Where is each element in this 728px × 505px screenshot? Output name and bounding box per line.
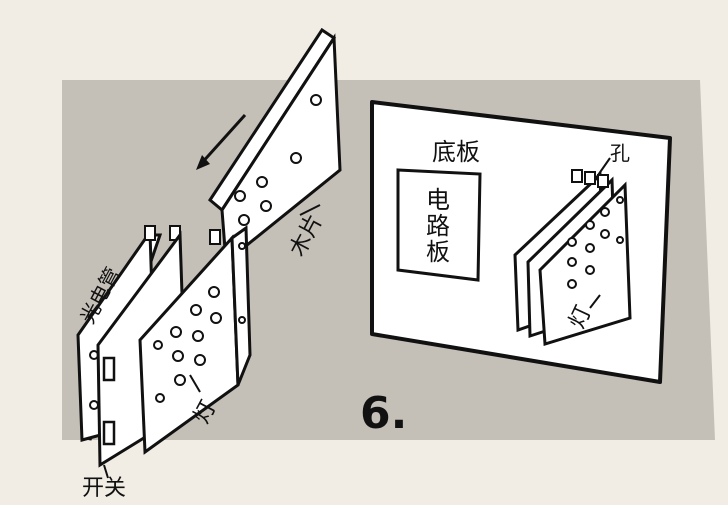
circuit-board-label-char: 路 <box>426 212 450 240</box>
switch-leader-line <box>103 464 109 479</box>
wood-piece-assembly <box>196 27 342 265</box>
left-lamp-plate-side <box>230 225 252 386</box>
photocell-leader-line <box>87 304 99 319</box>
photocell-hole <box>89 400 99 410</box>
base-board-assembly <box>370 100 672 384</box>
right-lamp-tab <box>584 171 596 185</box>
left-assembly <box>76 225 252 479</box>
figure-number: 6. <box>360 388 407 439</box>
right-lamp-plate-front <box>538 181 632 346</box>
lamp-right-leader-line <box>589 294 601 309</box>
circuit-board <box>396 168 482 282</box>
photocell-tab <box>144 225 156 241</box>
right-lamp-holes <box>567 196 624 289</box>
base-board-label: 底板 <box>432 138 480 166</box>
switch-slot-bottom <box>102 420 116 446</box>
switch-label: 开关 <box>82 476 126 501</box>
circuit-board-label: 电 路 板 <box>426 186 450 266</box>
arrow-head <box>196 155 210 170</box>
circuit-board-label-char: 板 <box>426 238 450 266</box>
switch-slot-top <box>102 356 116 382</box>
left-lamp-holes <box>153 242 246 403</box>
circuit-board-label-char: 电 <box>426 186 450 214</box>
hole-label: 孔 <box>610 141 630 165</box>
right-lamp-tab <box>597 174 609 188</box>
hole-leader-line <box>595 157 611 179</box>
lamp-left-leader-line <box>189 374 201 393</box>
wood-piece-leader-line <box>299 204 321 216</box>
insert-direction-arrow <box>198 113 247 167</box>
photocell-tab <box>209 229 221 245</box>
wood-piece-holes <box>234 94 322 226</box>
right-lamp-tab <box>571 169 583 183</box>
